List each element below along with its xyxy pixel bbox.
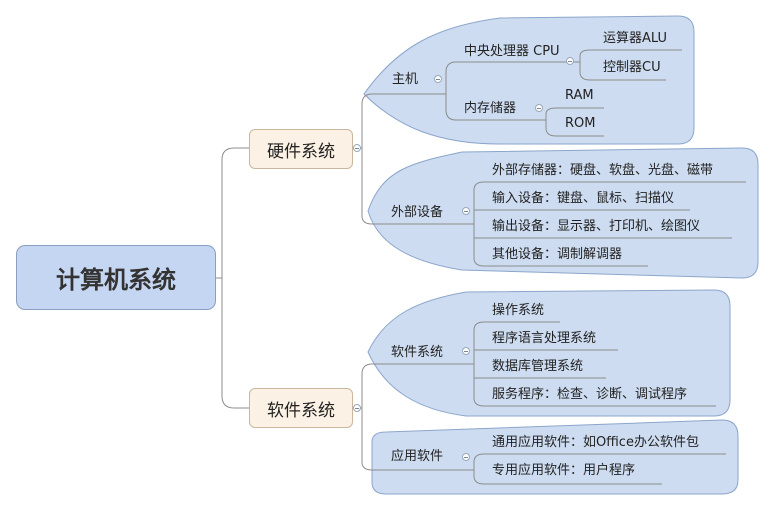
boundary-system-software — [367, 289, 731, 417]
peripheral-item[interactable]: 外部存储器：硬盘、软盘、光盘、磁带 — [492, 163, 714, 178]
boundary-application-software — [371, 419, 739, 495]
rom-node[interactable]: ROM — [565, 116, 596, 131]
peripherals-node[interactable]: 外部设备 — [391, 205, 444, 220]
alu-node[interactable]: 运算器ALU — [603, 31, 668, 46]
system-software-item[interactable]: 服务程序：检查、诊断、调试程序 — [492, 387, 688, 402]
boundary-peripherals — [367, 147, 759, 279]
collapse-icon[interactable] — [462, 207, 470, 215]
collapse-icon[interactable] — [462, 347, 470, 355]
system-software-item[interactable]: 数据库管理系统 — [492, 359, 584, 374]
cpu-node[interactable]: 中央处理器 CPU — [464, 44, 560, 59]
peripheral-item[interactable]: 输入设备：键盘、鼠标、扫描仪 — [492, 191, 675, 206]
application-software-node[interactable]: 应用软件 — [391, 449, 444, 464]
collapse-icon[interactable] — [462, 453, 470, 461]
application-software-item[interactable]: 通用应用软件：如Office办公软件包 — [492, 435, 699, 450]
peripheral-item[interactable]: 其他设备：调制解调器 — [492, 247, 623, 262]
hardware-node[interactable]: 硬件系统 — [249, 129, 353, 169]
collapse-icon[interactable] — [566, 57, 574, 65]
host-node[interactable]: 主机 — [392, 72, 419, 87]
ram-node[interactable]: RAM — [565, 88, 594, 103]
memory-node[interactable]: 内存储器 — [464, 101, 517, 116]
system-software-item[interactable]: 程序语言处理系统 — [492, 331, 597, 346]
collapse-icon[interactable] — [353, 144, 361, 152]
application-software-item[interactable]: 专用应用软件：用户程序 — [492, 463, 636, 478]
cu-node[interactable]: 控制器CU — [603, 60, 661, 75]
system-software-node[interactable]: 软件系统 — [391, 345, 444, 360]
peripheral-item[interactable]: 输出设备：显示器、打印机、绘图仪 — [492, 219, 701, 234]
root-node[interactable]: 计算机系统 — [16, 245, 216, 310]
collapse-icon[interactable] — [353, 404, 361, 412]
collapse-icon[interactable] — [535, 104, 543, 112]
collapse-icon[interactable] — [434, 75, 442, 83]
software-node[interactable]: 软件系统 — [249, 388, 353, 428]
system-software-item[interactable]: 操作系统 — [492, 303, 545, 318]
